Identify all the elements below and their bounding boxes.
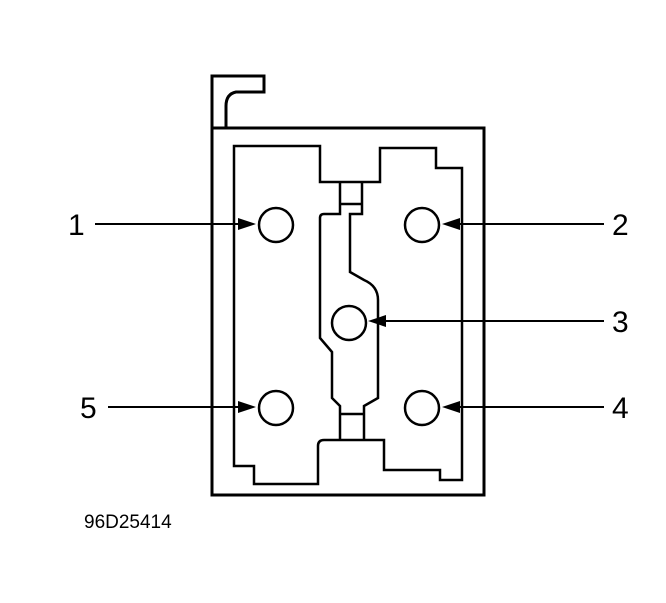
- pin-label-1: 1: [68, 209, 85, 242]
- terminal-1: [257, 206, 295, 244]
- center-bus-bar-right: [348, 182, 380, 440]
- arrowhead-3: [368, 315, 386, 327]
- terminal-4: [403, 389, 441, 427]
- arrowhead-1: [238, 218, 256, 230]
- terminal-5: [257, 389, 295, 427]
- pin-label-4: 4: [612, 392, 629, 425]
- mounting-tab: [210, 74, 266, 128]
- figure-code: 96D25414: [84, 512, 172, 533]
- pin-label-5: 5: [80, 392, 97, 425]
- pin-label-2: 2: [612, 209, 629, 242]
- arrowhead-2: [442, 218, 460, 230]
- terminal-3: [330, 304, 368, 342]
- connector-housing-outer: [210, 126, 486, 497]
- arrowhead-4: [442, 401, 460, 413]
- arrowhead-5: [238, 401, 256, 413]
- center-bus-bar: [318, 182, 342, 440]
- pin-label-3: 3: [612, 306, 629, 339]
- connector-cavity-outline: [232, 144, 464, 486]
- terminal-2: [403, 206, 441, 244]
